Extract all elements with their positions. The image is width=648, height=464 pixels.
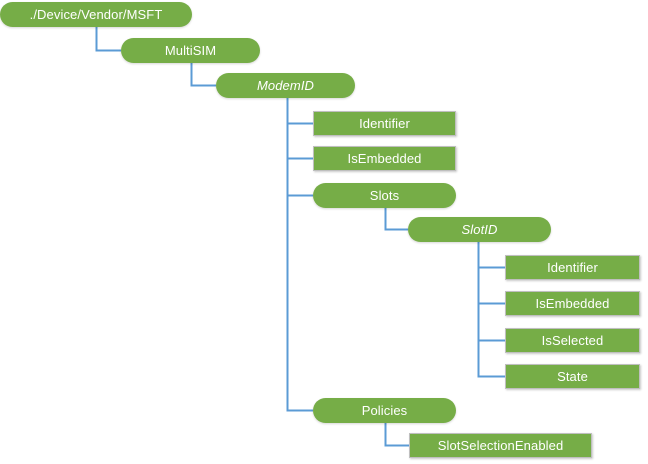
node-slotid: SlotID: [408, 217, 551, 242]
node-s-state: State: [505, 364, 640, 389]
node-slots: Slots: [313, 183, 456, 208]
connector-modemid-to-policies: [286, 98, 313, 412]
connector-modemid-to-m-embed: [286, 98, 313, 160]
connector-slotid-to-s-state: [477, 242, 505, 378]
node-s-ident: Identifier: [505, 255, 640, 280]
connector-root-to-multisim: [95, 27, 121, 52]
connector-modemid-to-slots: [286, 98, 313, 197]
node-multisim: MultiSIM: [121, 38, 260, 63]
node-modemid: ModemID: [216, 73, 355, 98]
connector-slotid-to-s-embed: [477, 242, 505, 305]
node-m-embed: IsEmbedded: [313, 146, 456, 171]
connector-modemid-to-m-ident: [286, 98, 313, 125]
node-s-embed: IsEmbedded: [505, 291, 640, 316]
connector-slots-to-slotid: [384, 208, 408, 231]
node-m-ident: Identifier: [313, 111, 456, 136]
node-policies: Policies: [313, 398, 456, 423]
connector-slotid-to-s-select: [477, 242, 505, 342]
connector-slotid-to-s-ident: [477, 242, 505, 269]
node-s-select: IsSelected: [505, 328, 640, 353]
node-root: ./Device/Vendor/MSFT: [0, 2, 192, 27]
connector-policies-to-slotsel: [384, 423, 409, 447]
connector-multisim-to-modemid: [190, 63, 216, 87]
node-slotsel: SlotSelectionEnabled: [409, 433, 592, 458]
